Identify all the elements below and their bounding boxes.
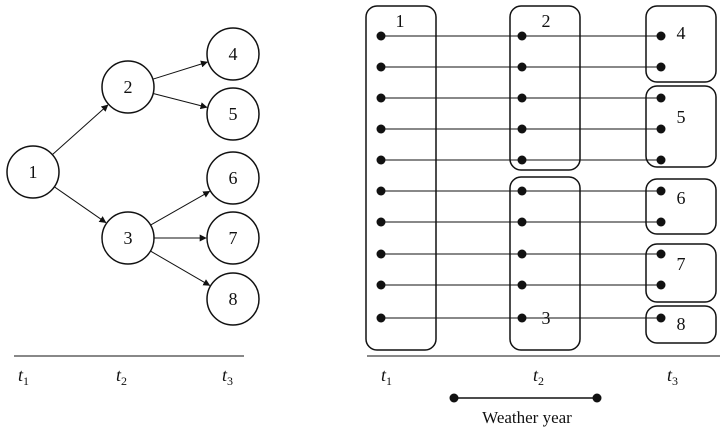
grid-dot-t3-row-1 — [656, 31, 666, 41]
grid-group-label-3: 3 — [542, 308, 551, 328]
legend-dot-end — [592, 393, 602, 403]
grid-group-box-6 — [645, 178, 717, 235]
grid-dot-t1-row-2 — [376, 62, 386, 72]
tree-node-label-2: 2 — [124, 77, 133, 97]
grid-dot-t2-row-7 — [517, 217, 527, 227]
grid-group-label-4: 4 — [677, 23, 686, 43]
tree-node-4 — [206, 27, 260, 81]
grid-dot-t1-row-4 — [376, 124, 386, 134]
tree-edge-1-3 — [54, 186, 107, 224]
grid-dot-t3-row-6 — [656, 186, 666, 196]
grid-group-label-2: 2 — [542, 11, 551, 31]
tree-node-label-3: 3 — [124, 228, 133, 248]
tree-node-label-7: 7 — [229, 228, 238, 248]
tree-node-label-1: 1 — [29, 162, 38, 182]
grid-dot-t3-row-7 — [656, 217, 666, 227]
weather-year-legend: Weather year — [449, 393, 602, 427]
tree-node-3 — [101, 211, 155, 265]
grid-dot-t3-row-10 — [656, 313, 666, 323]
grid-dot-t2-row-1 — [517, 31, 527, 41]
grid-time-axis: t1 t2 t3 — [381, 365, 678, 388]
tree-edge-2-4 — [152, 60, 208, 80]
grid-dot-t1-row-6 — [376, 186, 386, 196]
grid-dot-t1-row-8 — [376, 249, 386, 259]
grid-dot-t3-row-8 — [656, 249, 666, 259]
grid-time-tick-2: t2 — [533, 365, 544, 388]
tree-node-8 — [206, 272, 260, 326]
grid-group-box-1 — [365, 5, 437, 351]
grid-dot-t1-row-1 — [376, 31, 386, 41]
grid-group-box-3 — [509, 176, 581, 351]
tree-time-tick-3: t3 — [222, 365, 233, 388]
tree-node-label-5: 5 — [229, 104, 238, 124]
grid-dot-t3-row-3 — [656, 93, 666, 103]
grid-group-label-8: 8 — [677, 314, 686, 334]
grid-group-box-8 — [645, 305, 717, 344]
grid-dot-t2-row-5 — [517, 155, 527, 165]
grid-dot-t1-row-7 — [376, 217, 386, 227]
tree-edges — [52, 60, 211, 286]
grid-dot-t3-row-4 — [656, 124, 666, 134]
grid-group-box-7 — [645, 243, 717, 303]
grid-dot-t1-row-3 — [376, 93, 386, 103]
grid-group-box-5 — [645, 85, 717, 168]
grid-group-label-7: 7 — [677, 254, 686, 274]
legend-dot-start — [449, 393, 459, 403]
grid-dot-t3-row-2 — [656, 62, 666, 72]
tree-edge-3-6 — [150, 190, 211, 226]
tree-time-axis: t1 t2 t3 — [18, 365, 233, 388]
grid-dot-t2-row-6 — [517, 186, 527, 196]
grid-group-box-4 — [645, 5, 717, 83]
tree-time-tick-1: t1 — [18, 365, 29, 388]
grid-dot-t2-row-3 — [517, 93, 527, 103]
grid-group-box-2 — [509, 5, 581, 171]
tree-node-2 — [101, 60, 155, 114]
grid-group-label-5: 5 — [677, 107, 686, 127]
tree-node-label-8: 8 — [229, 289, 238, 309]
tree-nodes: 1 2 3 4 5 6 7 8 — [6, 27, 260, 326]
tree-node-1 — [6, 145, 60, 199]
legend-label: Weather year — [482, 408, 572, 427]
tree-edge-1-2 — [52, 104, 109, 156]
grid-dot-t2-row-9 — [517, 280, 527, 290]
tree-edge-2-5 — [153, 92, 208, 110]
grid-groups: 1 2 3 4 5 6 7 8 — [365, 5, 717, 351]
grid-dot-t2-row-8 — [517, 249, 527, 259]
tree-node-6 — [206, 151, 260, 205]
tree-edge-3-8 — [150, 250, 211, 286]
tree-node-5 — [206, 87, 260, 141]
grid-dot-t2-row-10 — [517, 313, 527, 323]
grid-dot-t1-row-9 — [376, 280, 386, 290]
grid-time-tick-1: t1 — [381, 365, 392, 388]
grid-dot-t1-row-5 — [376, 155, 386, 165]
grid-dot-t1-row-10 — [376, 313, 386, 323]
grid-dot-t2-row-4 — [517, 124, 527, 134]
grid-group-label-6: 6 — [677, 188, 686, 208]
tree-node-7 — [206, 211, 260, 265]
tree-time-tick-2: t2 — [116, 365, 127, 388]
grid-dots — [376, 31, 666, 323]
tree-node-label-6: 6 — [229, 168, 238, 188]
grid-time-tick-3: t3 — [667, 365, 678, 388]
grid-group-label-1: 1 — [396, 11, 405, 31]
tree-node-label-4: 4 — [229, 44, 238, 64]
grid-dot-t2-row-2 — [517, 62, 527, 72]
grid-dot-t3-row-9 — [656, 280, 666, 290]
grid-dot-t3-row-5 — [656, 155, 666, 165]
